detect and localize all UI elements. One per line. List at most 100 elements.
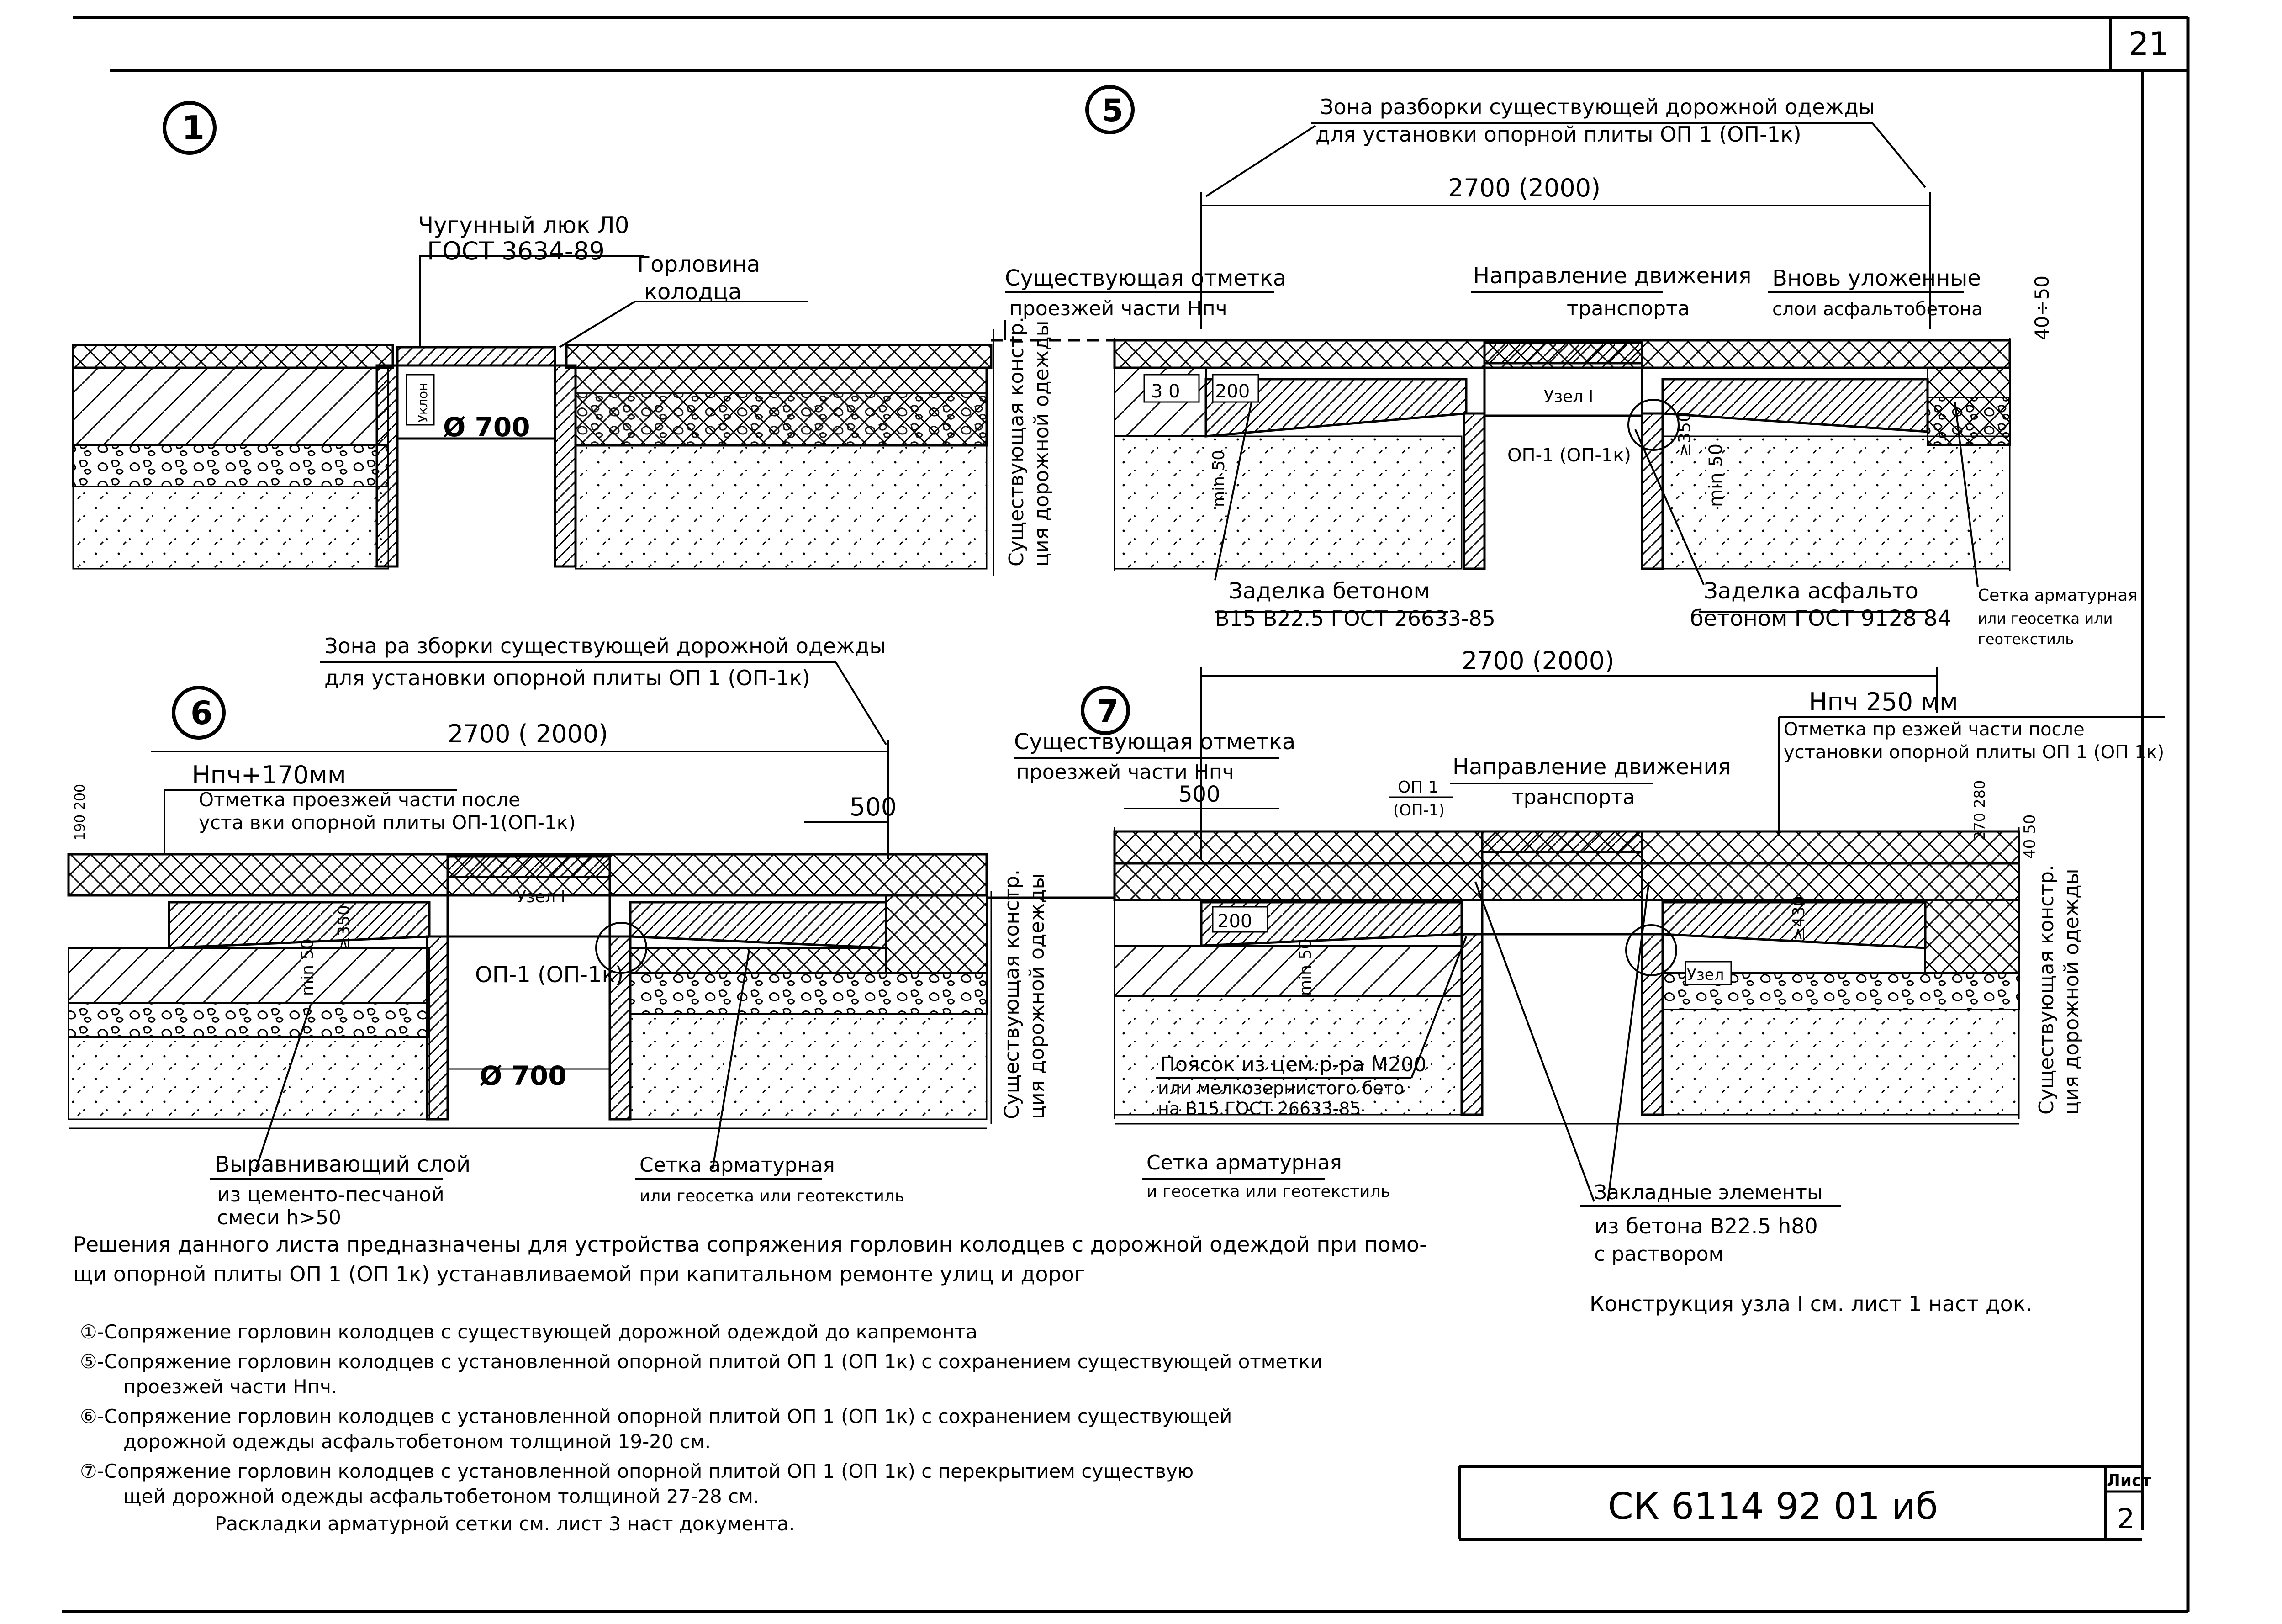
view-5-node: Узел I xyxy=(1544,387,1593,406)
asphalt-thick-layer xyxy=(1924,899,2020,974)
manhole-wall-right xyxy=(608,935,632,1121)
asphalt-top-layer xyxy=(1113,862,2020,901)
view-5-existing-2: проезжей части Нпч xyxy=(1009,297,1227,320)
view-7-dim-total: 2700 (2000) xyxy=(1462,646,1614,675)
view-6-zone-1: Зона ра зборки существующей дорожной оде… xyxy=(324,634,886,658)
subgrade-layer xyxy=(1662,435,2011,570)
view-6-mark-2: уста вки опорной плиты ОП-1(ОП-1к) xyxy=(199,811,576,834)
view-7-dim-500: 500 xyxy=(1178,782,1220,807)
manhole-cover xyxy=(446,855,611,878)
view-5-zone-1: Зона разборки существующей дорожной одеж… xyxy=(1320,95,1875,119)
view-6-marker-number: 6 xyxy=(190,694,213,732)
gravel-layer xyxy=(629,972,988,1015)
view-7-min50: min 50 xyxy=(1296,939,1315,996)
manhole-wall-right xyxy=(1641,933,1664,1116)
view-6-mesh-1: Сетка арматурная xyxy=(639,1153,835,1177)
view-5-mesh-2: или геосетка или xyxy=(1978,610,2113,627)
note-5-line-1: ⑤-Сопряжение горловин колодцев с установ… xyxy=(80,1350,1322,1373)
view-5-dim-a: 3 0 xyxy=(1151,381,1180,402)
manhole-neck xyxy=(446,876,611,938)
view-7-embed-3: с раствором xyxy=(1594,1243,1724,1266)
subgrade-layer xyxy=(1114,435,1463,570)
view-6-diameter: Ø 700 xyxy=(480,1060,567,1091)
subgrade-layer xyxy=(1662,1009,2020,1116)
view-7-embed-2: из бетона В22.5 h80 xyxy=(1594,1214,1818,1238)
notes-paragraph-1: Решения данного листа предназначены для … xyxy=(73,1232,1427,1257)
view-7-dim-430: ≥430 xyxy=(1790,896,1808,941)
manhole-wall-right xyxy=(1641,412,1664,570)
subgrade-layer xyxy=(68,1036,430,1120)
note-6-line-1: ⑥-Сопряжение горловин колодцев с установ… xyxy=(80,1405,1232,1428)
view-5-zone-2: для установки опорной плиты ОП 1 (ОП-1к) xyxy=(1315,122,1801,147)
view-5-mesh-3: геотекстиль xyxy=(1978,630,2074,648)
gravel-layer xyxy=(72,444,389,487)
view-6-dim-total: 2700 ( 2000) xyxy=(448,719,608,748)
sheet-frame xyxy=(62,16,2190,1613)
view-6-marker xyxy=(172,686,226,740)
view-7-mark-2: установки опорной плиты ОП 1 (ОП 1к) xyxy=(1784,742,2164,763)
view-7-direction-1: Направление движения xyxy=(1453,754,1731,780)
view-5-marker-number: 5 xyxy=(1102,93,1123,129)
view-7-side-label-1: Существующая констр. xyxy=(2035,865,2058,1115)
view-1-cover-label-1: Чугунный люк Л0 xyxy=(418,212,629,238)
view-5-new-layers-1: Вновь уложенные xyxy=(1772,265,1981,291)
asphalt-top-layer xyxy=(72,344,394,369)
view-5-new-layers-2: слои асфальтобетона xyxy=(1772,299,1983,320)
leader-line xyxy=(559,301,808,348)
node-circle xyxy=(1627,399,1680,451)
view-7-mesh-2: и геосетка или геотекстиль xyxy=(1146,1182,1390,1201)
leader-line xyxy=(1634,429,1705,585)
view-7-side-label-2: ция дорожной одежды xyxy=(2060,869,2083,1115)
view-6-zone-2: для установки опорной плиты ОП 1 (ОП-1к) xyxy=(324,666,810,690)
view-7-dim-40: 40 50 xyxy=(2021,815,2039,859)
view-5-asphalt-2: бетоном ГОСТ 9128 84 xyxy=(1690,606,1951,631)
note-1: ①-Сопряжение горловин колодцев с существ… xyxy=(80,1321,977,1343)
view-6-plate: ОП-1 (ОП-1к) xyxy=(475,962,623,988)
manhole-wall-right xyxy=(554,364,577,568)
notes-paragraph-2: щи опорной плиты ОП 1 (ОП 1к) устанавлив… xyxy=(73,1262,1085,1286)
view-1-marker xyxy=(163,101,217,155)
view-6-level-2: из цементо-песчаной xyxy=(217,1183,444,1206)
view-6-side-label-1: Существующая констр. xyxy=(1000,869,1024,1119)
leader-line xyxy=(1410,936,1467,1079)
view-6: 6 Зона ра зборки существующей дорожной о… xyxy=(67,634,1115,1229)
view-5-dim-right: 40÷50 xyxy=(2031,275,2053,340)
view-7-op-2: (ОП-1) xyxy=(1393,801,1445,820)
leader-line xyxy=(255,1005,312,1170)
title-stamp xyxy=(1458,1465,2142,1541)
view-5-min50-left: min 50 xyxy=(1210,450,1228,507)
view-5-concrete-1: Заделка бетоном xyxy=(1229,578,1430,604)
view-7-mark-1: Отметка пр езжей части после xyxy=(1784,719,2085,740)
leader-line xyxy=(835,661,887,746)
view-1: 1 Уклон Ø 700 Чугунный люк Л0 ГОСТ 3634-… xyxy=(72,101,1124,576)
view-7-belt-3: на В15 ГОСТ 26633-85 xyxy=(1158,1099,1361,1119)
view-7-op-1: ОП 1 xyxy=(1398,778,1439,797)
view-6-level-1: Выравнивающий слой xyxy=(215,1152,470,1177)
manhole-cover xyxy=(396,346,556,367)
leader-line xyxy=(1954,402,1979,587)
node-circle xyxy=(595,922,647,974)
view-6-level-3: смеси h>50 xyxy=(217,1206,341,1229)
view-6-h-label: Нпч+170мм xyxy=(192,761,346,789)
view-7-direction-2: транспорта xyxy=(1512,786,1635,809)
asphalt-thick-layer xyxy=(629,947,887,974)
leader-line xyxy=(1205,125,1316,197)
view-6-mark-1: Отметка проезжей части после xyxy=(199,788,520,811)
view-6-node: Узел I xyxy=(516,888,565,906)
view-1-marker-number: 1 xyxy=(182,109,205,147)
view-7-marker xyxy=(1081,686,1130,735)
base-layer xyxy=(1114,945,1463,997)
view-5-direction-1: Направление движения xyxy=(1473,263,1752,289)
view-5-existing-1: Существующая отметка xyxy=(1005,265,1286,291)
base-layer xyxy=(72,367,389,446)
view-5: 5 Зона разборки существующей дорожной од… xyxy=(1004,85,2138,648)
manhole-neck xyxy=(1481,851,1643,936)
view-7-marker-number: 7 xyxy=(1097,693,1119,730)
view-1-neck-label-1: Горловина xyxy=(637,252,760,277)
stamp-code: СК 6114 92 01 иб xyxy=(1608,1485,1938,1528)
view-1-diameter: Ø 700 xyxy=(443,412,530,443)
slope-marker xyxy=(406,374,435,426)
note-5-line-2: проезжей части Нпч. xyxy=(123,1375,337,1398)
manhole-wall-left xyxy=(1463,412,1486,570)
